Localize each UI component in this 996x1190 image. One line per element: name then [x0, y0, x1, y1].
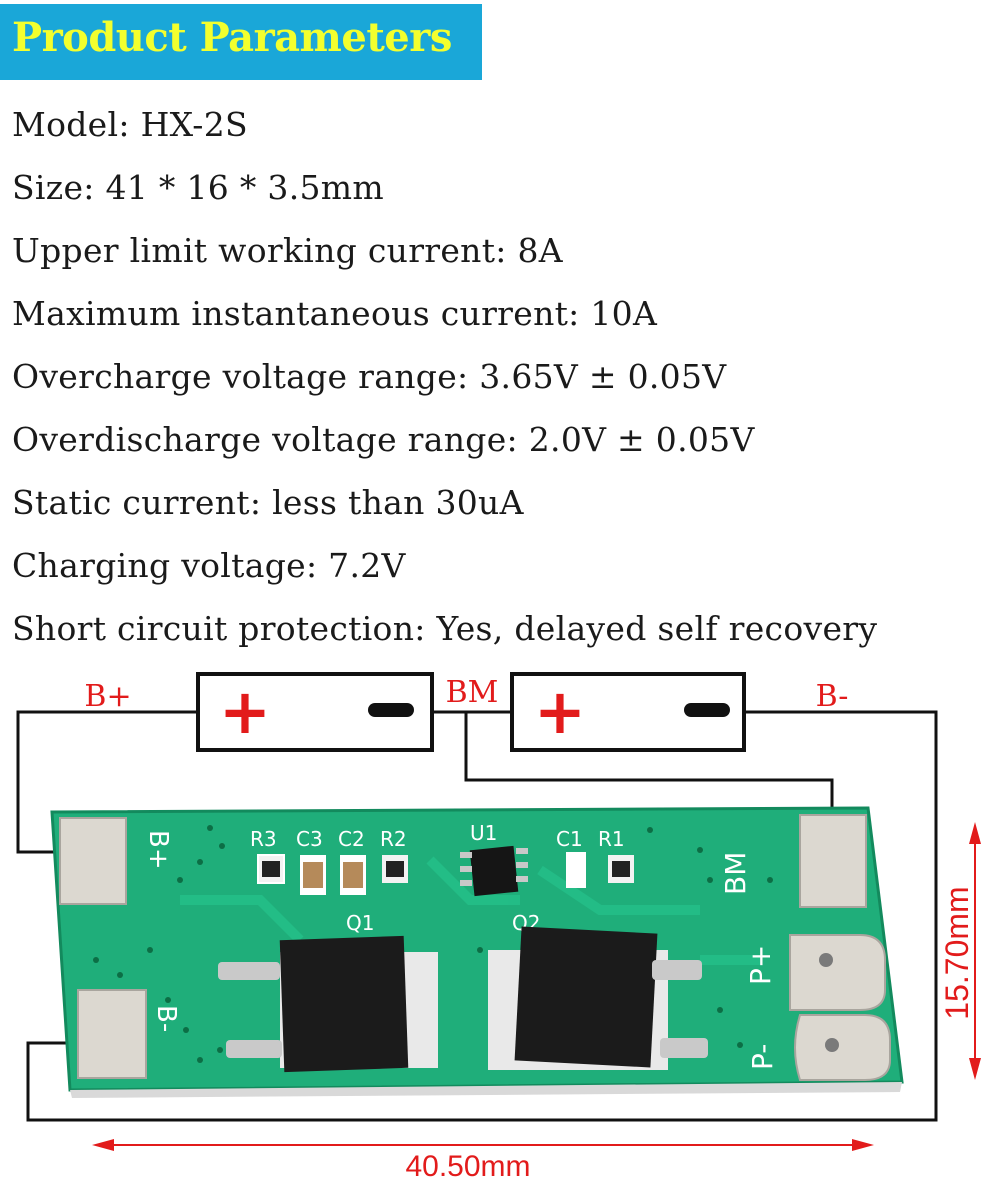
silk-bminus: B- [151, 1005, 181, 1032]
silk-u1: U1 [470, 821, 497, 845]
silk-q1: Q1 [346, 911, 374, 935]
wire-bplus [16, 710, 200, 854]
silk-r2: R2 [380, 827, 407, 851]
wire-bminus [26, 710, 938, 1122]
wire-bm [464, 712, 834, 826]
silk-c3: C3 [296, 827, 323, 851]
label-bm: BM [446, 675, 499, 710]
silk-bplus: B+ [143, 830, 173, 870]
param-overdischarge: Overdischarge voltage range: 2.0V ± 0.05… [12, 420, 755, 459]
pad-pminus [794, 1014, 891, 1081]
battery-cell-2: + [510, 672, 746, 752]
ic-u1 [460, 845, 528, 897]
param-static-current: Static current: less than 30uA [12, 483, 524, 522]
silk-r3: R3 [250, 827, 277, 851]
battery-1-minus-sign [368, 703, 414, 717]
page-title: Product Parameters [12, 14, 452, 61]
param-working-current: Upper limit working current: 8A [12, 231, 563, 270]
silk-pplus: P+ [744, 945, 777, 985]
silk-bm: BM [719, 852, 752, 895]
silk-c2: C2 [338, 827, 365, 851]
param-size: Size: 41 * 16 * 3.5mm [12, 168, 384, 207]
param-charging-voltage: Charging voltage: 7.2V [12, 546, 406, 585]
mosfet-q2 [488, 926, 708, 1070]
silk-pminus: P- [746, 1044, 779, 1070]
param-short-circuit: Short circuit protection: Yes, delayed s… [12, 609, 878, 648]
label-bminus: B- [816, 679, 849, 714]
battery-2-minus-sign [684, 703, 730, 717]
wires [16, 710, 938, 1122]
width-dimension-line [92, 1139, 874, 1151]
header-banner: Product Parameters [0, 4, 482, 80]
pad-bm [799, 814, 867, 908]
label-bplus: B+ [84, 679, 131, 714]
height-dimension-label: 15.70mm [939, 886, 975, 1019]
silk-c1: C1 [556, 827, 583, 851]
param-model: Model: HX-2S [12, 105, 248, 144]
mosfet-q1 [218, 935, 438, 1073]
battery-2-plus-sign: + [534, 675, 586, 748]
pad-bminus [77, 989, 147, 1079]
smd-components [257, 852, 634, 895]
silk-r1: R1 [598, 827, 625, 851]
pad-bplus [59, 817, 127, 905]
param-overcharge: Overcharge voltage range: 3.65V ± 0.05V [12, 357, 727, 396]
height-dimension-line [969, 822, 981, 1080]
battery-1-plus-sign: + [219, 675, 271, 748]
wiring-diagram: + + B+ BM B- [16, 672, 981, 1183]
pad-pplus [789, 934, 886, 1011]
width-dimension-label: 40.50mm [405, 1150, 530, 1183]
param-max-current: Maximum instantaneous current: 10A [12, 294, 658, 333]
battery-cell-1: + [196, 672, 434, 752]
